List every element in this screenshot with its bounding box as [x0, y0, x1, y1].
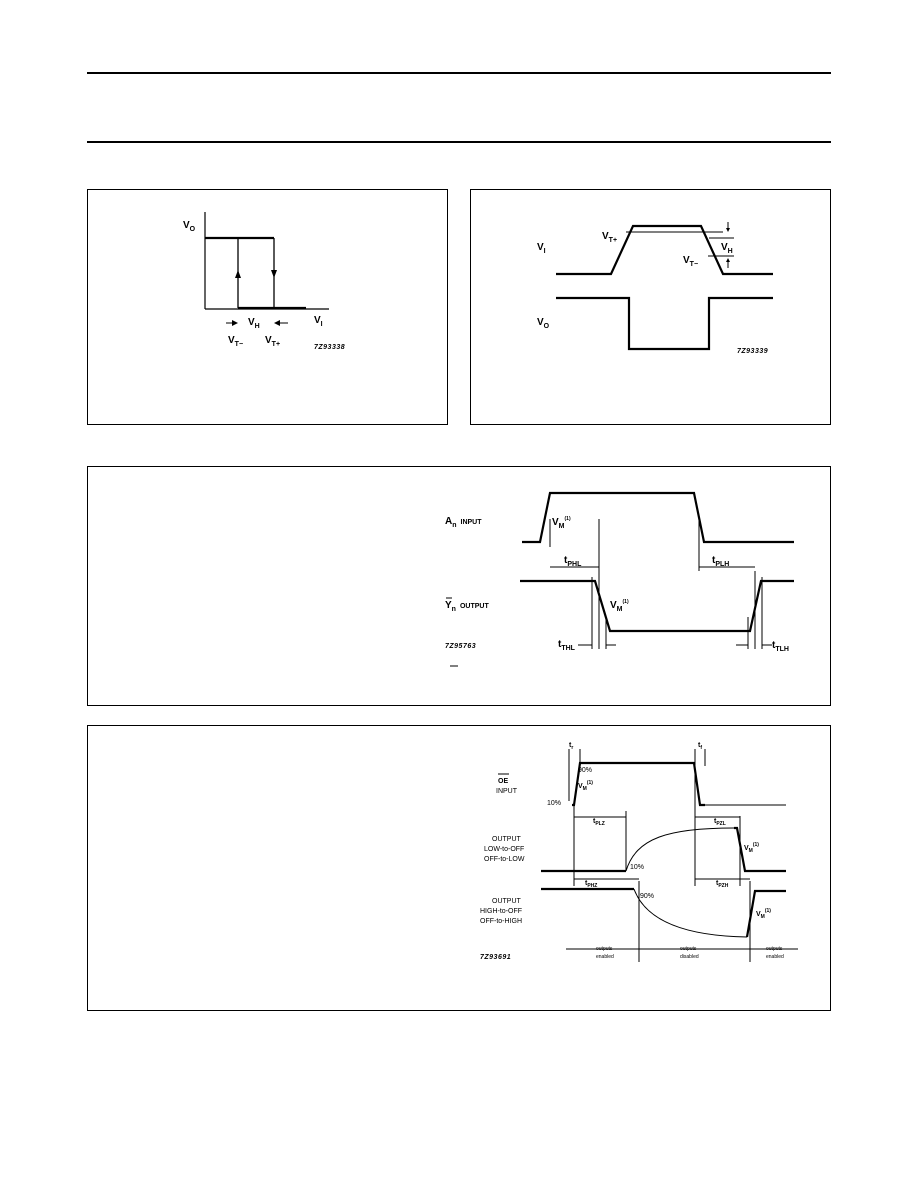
- outputs-enabled-right-1: outputs: [766, 946, 783, 952]
- outputs-disabled-2: disabled: [680, 954, 699, 960]
- tpzl-label: tPZL: [714, 818, 726, 827]
- output-highoff-line3: OFF-to-HIGH: [480, 918, 522, 925]
- oe-input-label: OE: [498, 778, 508, 785]
- figure-code-2: 7Z93339: [737, 348, 768, 355]
- ttlh-label: tTLH: [772, 640, 789, 653]
- vh-label: VH: [248, 317, 260, 330]
- vh-arrowhead-top-icon: [726, 228, 730, 232]
- percent-90-label-a: 90%: [578, 767, 592, 774]
- figure-code-4: 7Z93691: [480, 954, 511, 961]
- outputs-disabled-1: outputs: [680, 946, 697, 952]
- outputs-enabled-left-2: enabled: [596, 954, 614, 960]
- vt-minus-label: VT−: [683, 255, 698, 268]
- tr-label: tr: [569, 742, 573, 751]
- yn-output-waveform: [520, 579, 794, 633]
- tphz-label: tPHZ: [585, 880, 597, 889]
- tpzh-label: tPZH: [716, 880, 729, 889]
- output-off-to-low-waveform: [734, 826, 786, 873]
- percent-10-label-b: 10%: [630, 864, 644, 871]
- vi-label: VI: [314, 315, 323, 328]
- vi-waveform: [556, 224, 773, 276]
- tf-label: tf: [698, 742, 702, 751]
- percent-10-label-a: 10%: [547, 800, 561, 807]
- vo-label: VO: [183, 220, 196, 233]
- vo-label: VO: [537, 317, 550, 330]
- vt-minus-label: VT−: [228, 335, 243, 348]
- an-input-waveform: [522, 491, 794, 544]
- schmitt-waveform-diagram: VI VO VT+ VT− VH 7Z93339: [537, 222, 773, 355]
- vt-plus-label: VT+: [602, 231, 617, 244]
- three-state-timing-figure: OE INPUT OUTPUT LOW-to-OFF OFF-to-LOW OU…: [87, 725, 831, 1011]
- vt-plus-label: VT+: [265, 335, 280, 348]
- output-lowoff-line3: OFF-to-LOW: [484, 856, 525, 863]
- vm-label-lowoff: VM(1): [744, 842, 759, 854]
- transfer-characteristic-figure: VO VI VH VT− VT+ 7Z93338: [87, 189, 448, 425]
- vh-arrowhead-bottom-icon: [726, 258, 730, 262]
- output-low-to-off-curve: [625, 827, 735, 872]
- tplz-label: tPLZ: [593, 818, 605, 827]
- output-lowoff-line1: OUTPUT: [492, 836, 522, 843]
- figure-code-3: 7Z95763: [445, 643, 476, 650]
- outputs-enabled-left-1: outputs: [596, 946, 613, 952]
- tplh-label: tPLH: [712, 555, 729, 568]
- vh-label: VH: [721, 242, 733, 255]
- header-rule: [87, 141, 831, 143]
- top-rule: [87, 72, 831, 74]
- vo-waveform: [556, 296, 773, 351]
- three-state-timing-diagram: OE INPUT OUTPUT LOW-to-OFF OFF-to-LOW OU…: [480, 742, 798, 962]
- figure-code-1: 7Z93338: [314, 344, 345, 351]
- rising-arrow-icon: [235, 270, 241, 278]
- falling-arrow-icon: [271, 270, 277, 278]
- vm-label-input: VM(1): [552, 516, 571, 530]
- vm-label-output: VM(1): [610, 599, 629, 613]
- tthl-label: tTHL: [558, 639, 576, 652]
- vi-label: VI: [537, 242, 546, 255]
- transfer-characteristic-diagram: VO VI VH VT− VT+ 7Z93338: [183, 212, 345, 351]
- tphl-label: tPHL: [564, 555, 582, 568]
- output-highoff-line1: OUTPUT: [492, 898, 522, 905]
- vm-label-oe: VM(1): [578, 780, 593, 792]
- output-off-to-high-waveform: [745, 889, 786, 938]
- output-highoff-line2: HIGH-to-OFF: [480, 908, 522, 915]
- percent-90-label-b: 90%: [640, 893, 654, 900]
- outputs-enabled-right-2: enabled: [766, 954, 784, 960]
- schmitt-waveform-figure: VI VO VT+ VT− VH 7Z93339: [470, 189, 831, 425]
- oe-input-word: INPUT: [496, 788, 518, 795]
- output-lowoff-line2: LOW-to-OFF: [484, 846, 524, 853]
- vm-label-highoff: VM(1): [756, 908, 771, 920]
